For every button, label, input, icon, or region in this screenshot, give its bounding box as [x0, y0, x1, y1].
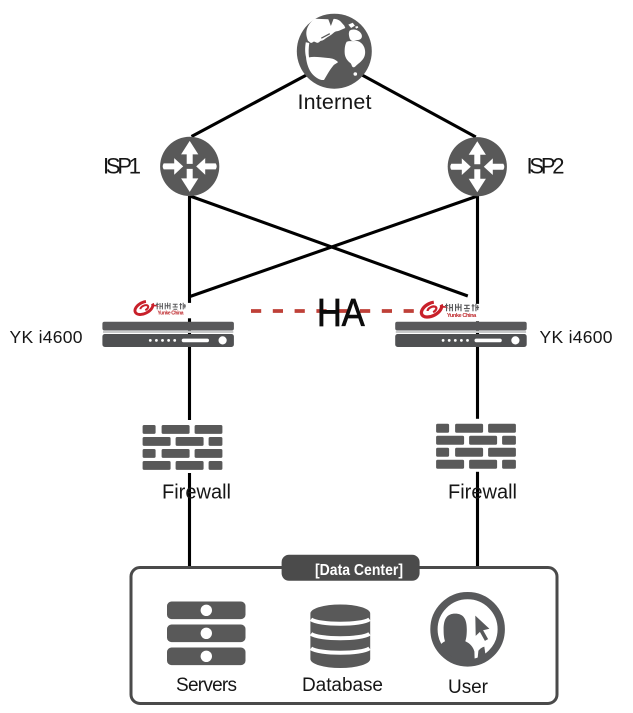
svg-text:YK i4600: YK i4600 — [540, 327, 613, 347]
svg-text:YK i4600: YK i4600 — [10, 327, 83, 347]
svg-text:User: User — [448, 677, 489, 698]
svg-text:Servers: Servers — [176, 675, 237, 696]
svg-text:Firewall: Firewall — [448, 482, 517, 504]
svg-text:Firewall: Firewall — [162, 482, 231, 504]
svg-text:HA: HA — [317, 291, 365, 335]
svg-text:Internet: Internet — [298, 90, 372, 114]
svg-text:ISP1: ISP1 — [103, 153, 141, 178]
svg-text:Database: Database — [302, 675, 383, 696]
svg-text:[Data Center]: [Data Center] — [315, 562, 403, 579]
svg-text:ISP2: ISP2 — [527, 153, 565, 178]
svg-text:Yunke China: Yunke China — [158, 311, 184, 317]
